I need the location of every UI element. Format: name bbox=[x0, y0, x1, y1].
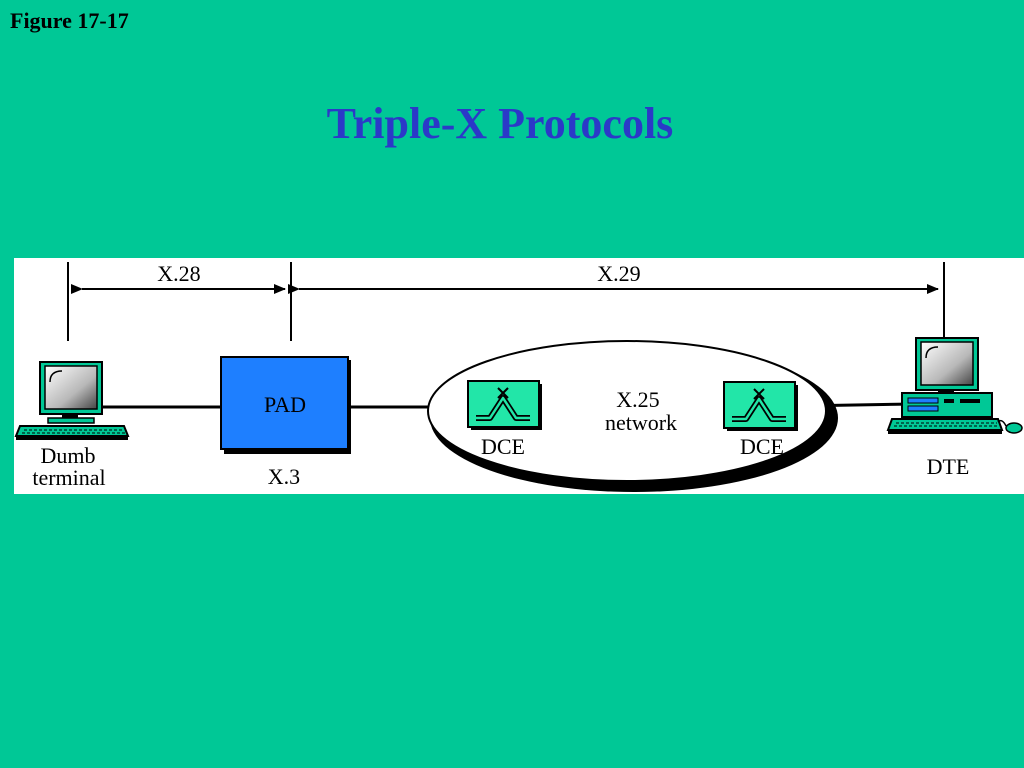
dce-right-icon bbox=[723, 381, 798, 431]
dumb-terminal-icon bbox=[14, 361, 130, 440]
dce-right-label: DCE bbox=[740, 434, 784, 459]
x29-label: X.29 bbox=[597, 261, 640, 286]
network-label-line2: network bbox=[605, 410, 677, 435]
dce-left-label: DCE bbox=[481, 434, 525, 459]
dumb-terminal-label-line1: Dumb bbox=[41, 443, 96, 468]
slide-title: Triple-X Protocols bbox=[326, 99, 674, 148]
x3-label: X.3 bbox=[268, 464, 300, 489]
network-label-line1: X.25 bbox=[616, 387, 659, 412]
pad-box bbox=[220, 356, 349, 450]
figure-label: Figure 17-17 bbox=[10, 8, 129, 33]
dte-label: DTE bbox=[927, 454, 970, 479]
diagram-panel: X.28 X.29 X.25 network PAD X.3 DCE bbox=[14, 258, 1024, 494]
x28-label: X.28 bbox=[157, 261, 200, 286]
protocol-diagram: X.28 X.29 X.25 network PAD X.3 DCE bbox=[14, 261, 1023, 492]
dte-computer-icon bbox=[886, 337, 1023, 434]
network-ellipse bbox=[427, 340, 827, 482]
pad-label: PAD bbox=[264, 392, 306, 417]
dumb-terminal-label-line2: terminal bbox=[32, 465, 105, 490]
dce-left-icon bbox=[467, 380, 542, 430]
